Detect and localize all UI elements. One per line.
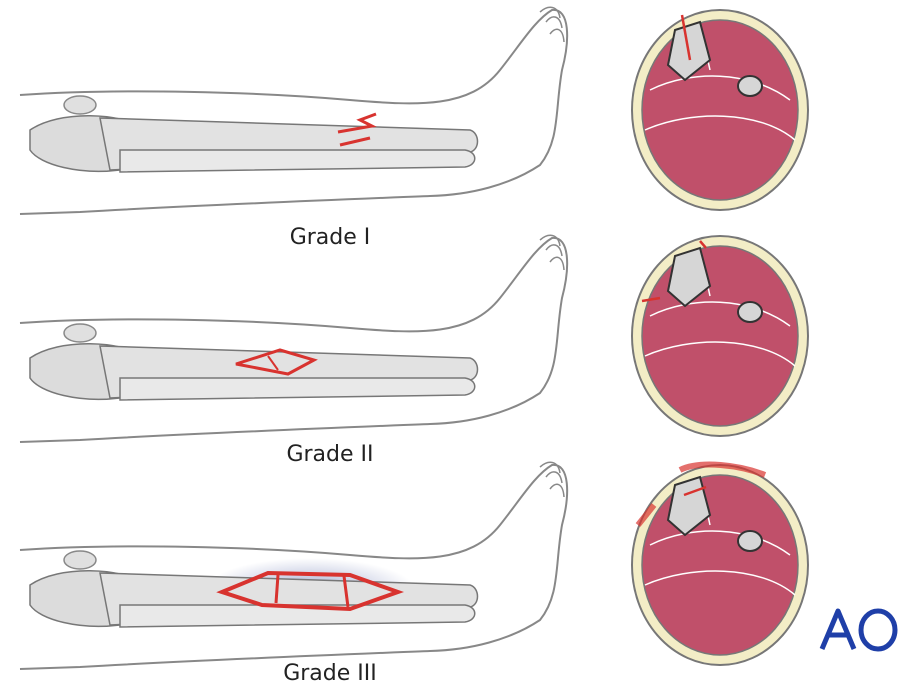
grade-1-panel: Grade I	[0, 0, 907, 229]
leg-drawing	[20, 235, 567, 442]
grade-1-illustration	[0, 0, 907, 229]
grade-3-panel: Grade III	[0, 455, 907, 684]
leg-drawing	[20, 7, 567, 214]
ao-logo	[818, 605, 900, 655]
grade-3-illustration	[0, 455, 907, 684]
grade-2-illustration	[0, 228, 907, 457]
cross-section	[632, 236, 808, 436]
grade-2-panel: Grade II	[0, 228, 907, 457]
ao-logo-mark	[818, 605, 900, 655]
grade-3-label: Grade III	[240, 661, 420, 686]
cross-section	[632, 465, 808, 665]
cross-section	[632, 10, 808, 210]
leg-drawing	[20, 462, 567, 669]
